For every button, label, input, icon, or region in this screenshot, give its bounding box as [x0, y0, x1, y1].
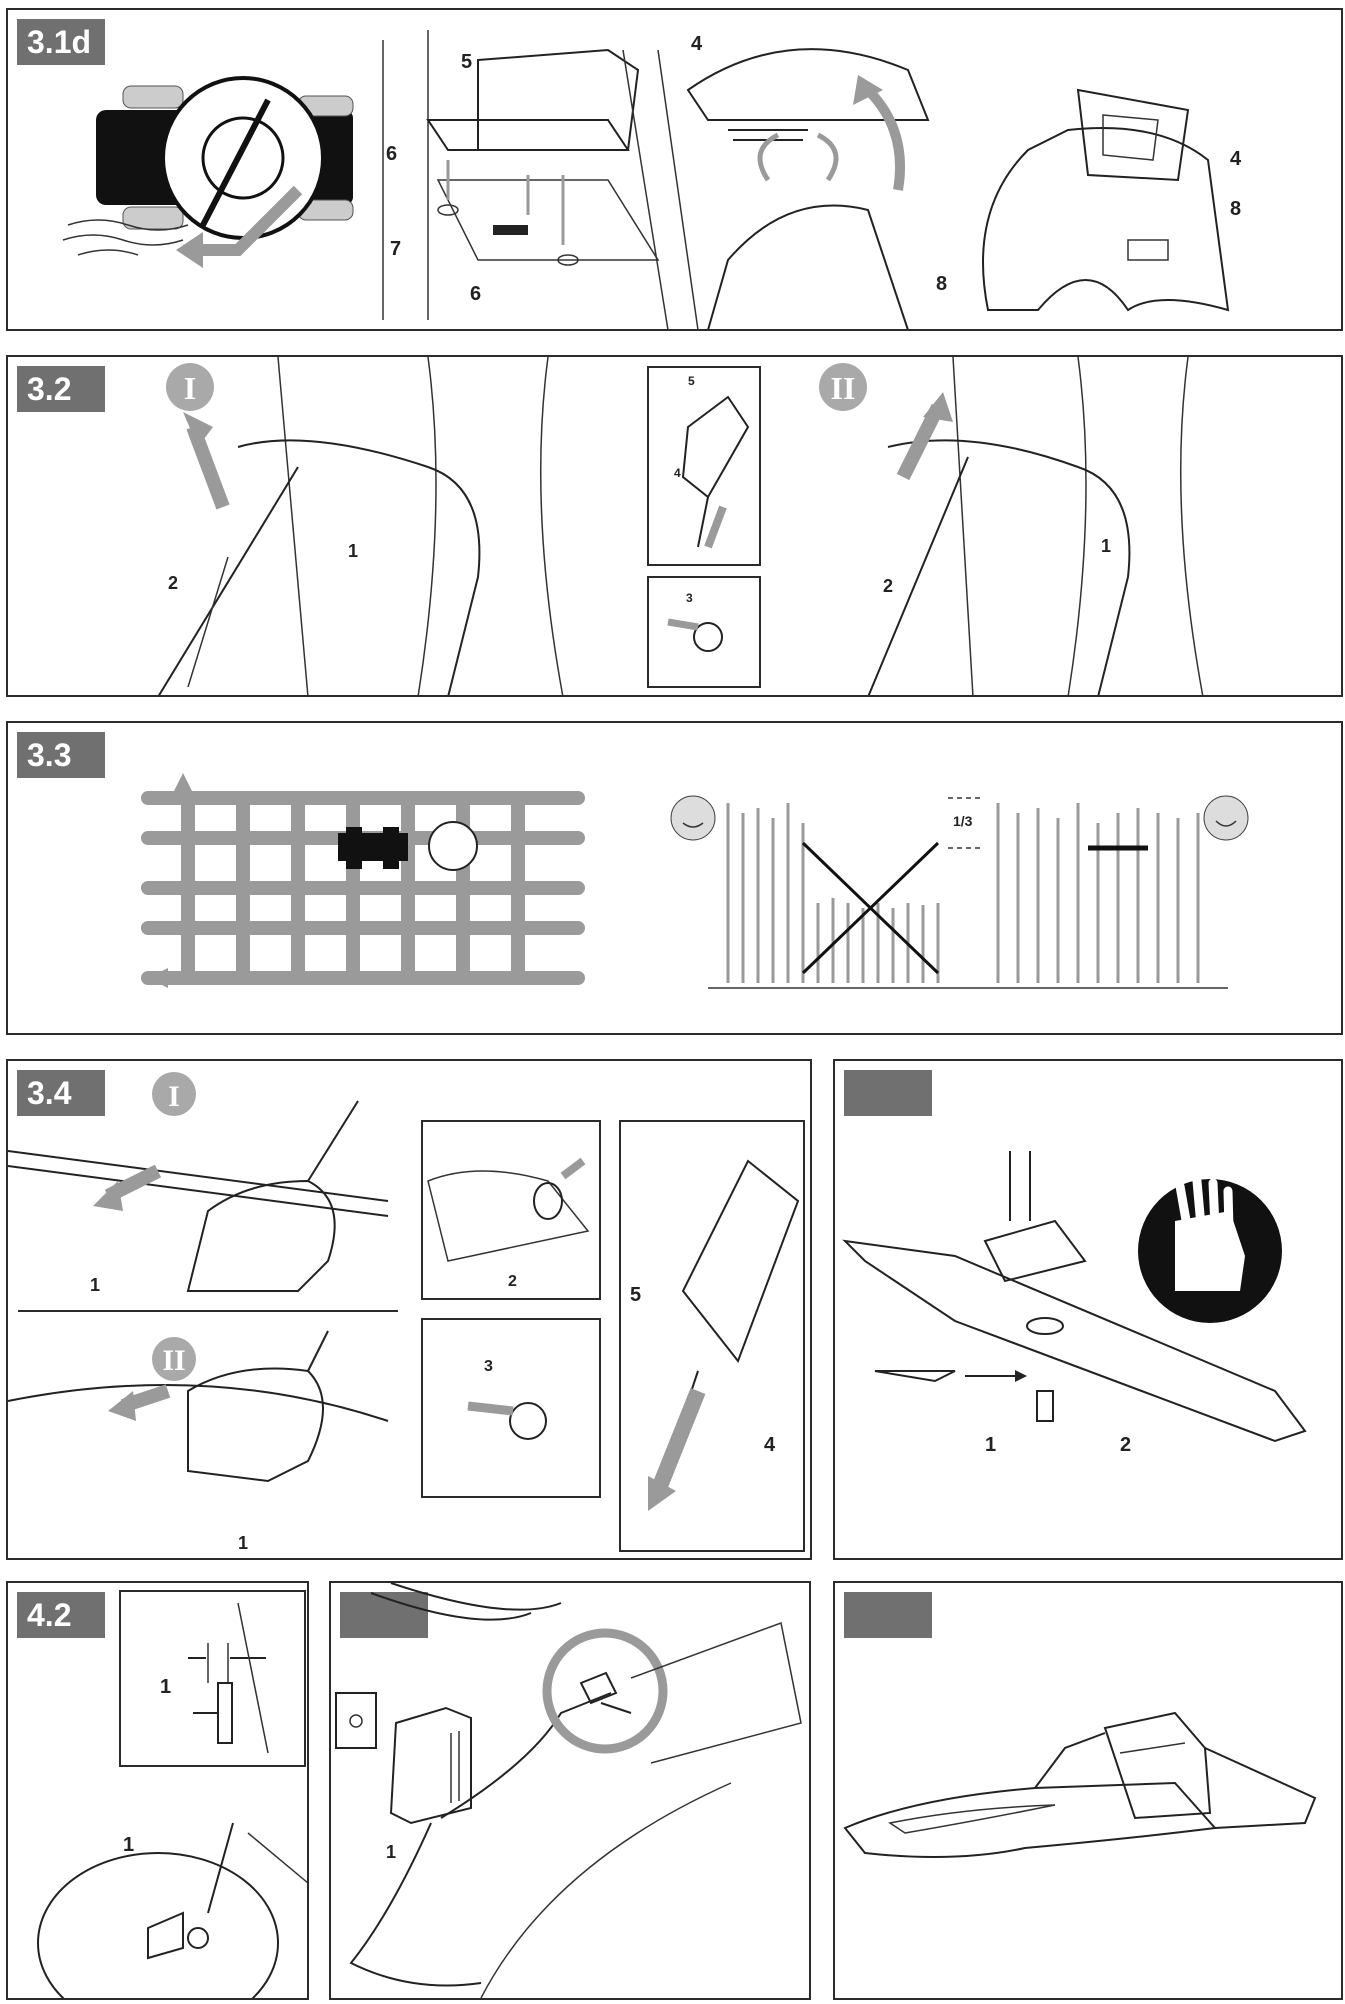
illustration-3-4: I 1 II 1 2 [8, 1072, 805, 1553]
label-1-top: 1 [90, 1275, 100, 1295]
svg-text:I: I [184, 370, 196, 406]
label-8a: 8 [936, 273, 947, 295]
step-marker-2: II [819, 363, 867, 411]
section-tag-4-2: 4.2 [17, 1592, 105, 1638]
section-tag-blade [844, 1070, 932, 1116]
wheel-graphic: 1 [37, 1822, 307, 1998]
hand-on-handle-top-graphic: 1 [8, 1100, 398, 1312]
section-tag-charger [340, 1592, 428, 1638]
svg-text:I: I [168, 1080, 180, 1113]
mower-topview-graphic [62, 76, 354, 268]
label-8b: 8 [1230, 198, 1241, 220]
inset-height-gauge [119, 1590, 306, 1767]
illustration-charger: 1 [335, 1583, 802, 1998]
svg-text:II: II [831, 370, 856, 406]
illustration-4-2: 1 1 [37, 1590, 307, 1998]
illustration-blade: 1 2 [842, 1151, 1307, 1456]
panel-3-1d: 3.1d 5 6 [6, 8, 1343, 331]
handle-operator-right-graphic: 2 1 [867, 357, 1204, 695]
blade-graphic: 1 2 [842, 1151, 1307, 1456]
label-6a: 6 [386, 143, 397, 165]
section-tag-3-3: 3.3 [17, 732, 105, 778]
label-3-inset: 3 [686, 591, 693, 605]
panel-charger: 1 [329, 1581, 811, 2000]
label-1-charger: 1 [386, 1842, 396, 1862]
hand-on-handle-bottom-graphic: 1 [8, 1330, 389, 1553]
label-6b: 6 [470, 283, 481, 305]
handle-operator-left-graphic: 2 1 [158, 357, 564, 695]
inset-key: 3 [421, 1318, 601, 1498]
step-marker-2-3-4: II [152, 1337, 196, 1381]
label-1-inset: 1 [160, 1676, 171, 1698]
label-2-blade: 2 [1120, 1434, 1131, 1456]
gloves-icon [1138, 1176, 1282, 1323]
label-5-inset: 5 [630, 1284, 641, 1306]
label-4a: 4 [691, 33, 703, 55]
mowing-pattern-graphic [141, 773, 585, 988]
illustration-3-2: I 2 1 5 4 3 II [158, 357, 1204, 695]
panel-deflector [833, 1581, 1343, 2000]
label-4-inset: 4 [764, 1434, 776, 1456]
panel-3-2: 3.2 I 2 1 5 4 3 [6, 355, 1343, 697]
label-4b: 4 [1230, 148, 1242, 170]
panel-blade-assembly: 1 2 [833, 1059, 1343, 1560]
label-1-blade: 1 [985, 1434, 996, 1456]
illustration-deflector [843, 1711, 1317, 1858]
one-third-label: 1/3 [953, 813, 973, 829]
section-tag-3-1d: 3.1d [17, 19, 105, 65]
label-5-inset: 5 [688, 374, 695, 388]
charger-graphic: 1 [335, 1583, 802, 1998]
svg-text:II: II [162, 1344, 185, 1377]
panel-3-3: 3.3 1/3 [6, 721, 1343, 1035]
illustration-3-3: 1/3 [141, 773, 1249, 989]
label-3-inset: 3 [484, 1358, 493, 1375]
label-2-left: 2 [168, 573, 178, 593]
inset-engine-switch: 2 [421, 1120, 601, 1300]
label-1-left: 1 [348, 541, 358, 561]
label-1-wheel: 1 [123, 1834, 134, 1856]
label-4-inset: 4 [674, 466, 681, 480]
grass-height-graphic: 1/3 [670, 795, 1249, 989]
section-tag-3-4: 3.4 [17, 1070, 105, 1116]
flap-open-graphic: 4 8 [686, 33, 947, 329]
panel-3-4: 3.4 I 1 II 1 [6, 1059, 812, 1560]
label-1-bottom: 1 [238, 1533, 248, 1553]
step-marker-1: I [166, 363, 214, 411]
section-tag-deflector [844, 1592, 932, 1638]
deflector-graphic [843, 1711, 1317, 1858]
inset-lever-graphic: 5 4 3 [647, 366, 761, 688]
bag-mount-graphic: 5 6 7 6 [382, 30, 699, 329]
label-1-right: 1 [1101, 536, 1111, 556]
label-7: 7 [390, 238, 401, 260]
label-2-inset: 2 [508, 1273, 517, 1290]
illustration-3-1d: 5 6 7 6 4 8 4 8 [62, 30, 1242, 329]
panel-4-2: 4.2 1 1 [6, 1581, 309, 2000]
label-2-right: 2 [883, 576, 893, 596]
label-5: 5 [461, 51, 472, 73]
section-tag-3-2: 3.2 [17, 366, 105, 412]
height-gauge-graphic: 1 [160, 1602, 269, 1754]
inset-lever-pull: 5 4 [619, 1120, 805, 1552]
step-marker-1-3-4: I [152, 1072, 196, 1116]
bag-attached-graphic: 4 8 [982, 88, 1242, 312]
